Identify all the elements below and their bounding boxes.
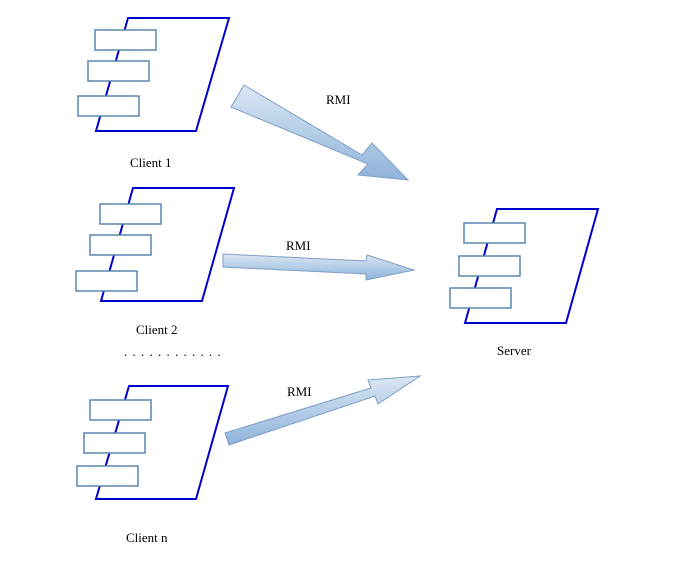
rmi-arrow-3: RMI: [224, 375, 422, 446]
port-box: [89, 234, 152, 256]
component-body: [94, 17, 231, 132]
rmi-arrow-1: RMI: [230, 84, 410, 181]
component-body: [94, 385, 230, 500]
port-box: [449, 287, 512, 309]
port-box: [87, 60, 150, 82]
port-box: [99, 203, 162, 225]
client-1-component: Client 1: [77, 17, 231, 170]
rmi-arrow-2: RMI: [222, 238, 416, 281]
arrow-shape: [224, 375, 422, 446]
port-box: [463, 222, 526, 244]
arrow-shape: [222, 253, 416, 281]
server-component: Server: [449, 208, 600, 358]
ellipsis: . . . . . . . . . . . .: [124, 344, 222, 359]
component-body: [99, 187, 236, 302]
rmi-label-2: RMI: [286, 238, 311, 253]
port-box: [94, 29, 157, 51]
client-2-label: Client 2: [136, 322, 178, 337]
client-1-label: Client 1: [130, 155, 172, 170]
arrow-shape: [230, 84, 410, 181]
port-box: [76, 465, 139, 487]
port-box: [77, 95, 140, 117]
port-box: [458, 255, 521, 277]
rmi-label-3: RMI: [287, 384, 312, 399]
rmi-label-1: RMI: [326, 92, 351, 107]
port-box: [89, 399, 152, 421]
port-box: [83, 432, 146, 454]
client-n-component: Client n: [76, 385, 230, 545]
server-label: Server: [497, 343, 532, 358]
client-2-component: Client 2: [75, 187, 236, 337]
component-body: [463, 208, 600, 324]
client-n-label: Client n: [126, 530, 168, 545]
port-box: [75, 270, 138, 292]
